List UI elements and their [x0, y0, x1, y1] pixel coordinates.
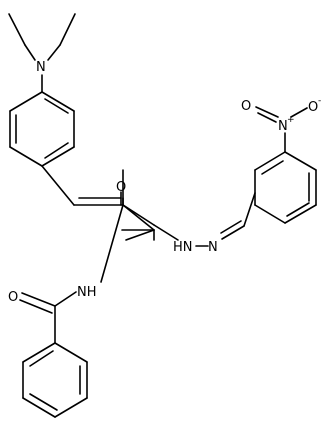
nitro-bonds — [255, 106, 308, 153]
hydrazone-nitrogen-label: N — [208, 240, 218, 255]
hydrazide-bonds — [121, 169, 155, 241]
nitro-oxygen-charge: - — [318, 96, 321, 106]
nitro-oxygen-top-label: O — [308, 100, 318, 115]
aminophenyl-ring-bonds — [9, 91, 75, 167]
amine-nitrogen-label: N — [36, 60, 46, 75]
benzoyl-ring-bonds — [22, 342, 88, 418]
vinyl-bonds — [41, 165, 124, 206]
nitro-oxygen-left-label: O — [241, 99, 251, 114]
carbonyl-oxygen-label: O — [116, 180, 126, 195]
benzamide-bonds — [19, 204, 124, 344]
backbone-bonds — [120, 191, 256, 247]
hydrazide-nh-label: HN — [173, 240, 193, 255]
nitro-nitrogen-label: N — [278, 119, 288, 134]
diethylamino-bonds — [8, 13, 76, 93]
amide-nh-label: NH — [77, 285, 97, 300]
nitrophenyl-ring-bonds — [254, 151, 317, 224]
nitro-nitrogen-charge: + — [287, 115, 295, 125]
benzamide-oxygen-label: O — [8, 290, 18, 305]
